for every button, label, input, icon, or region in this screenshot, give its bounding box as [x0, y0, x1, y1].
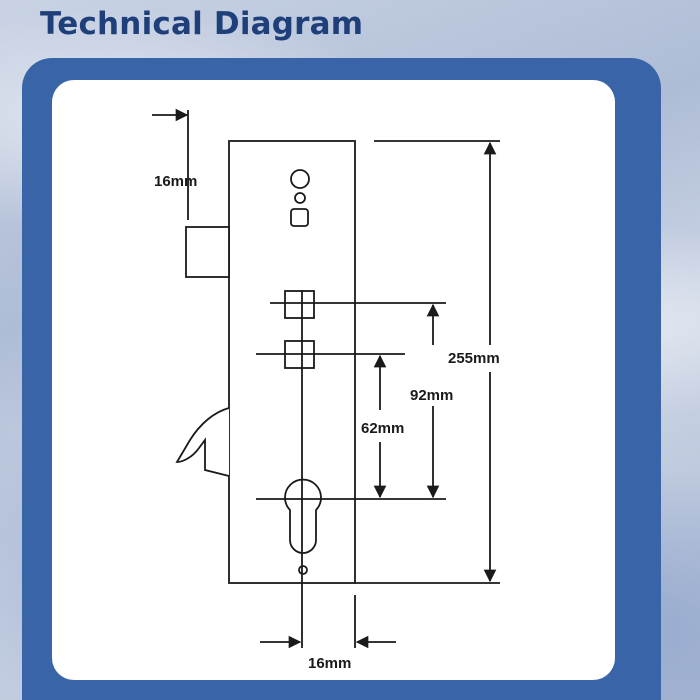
label-255mm: 255mm	[448, 350, 500, 367]
label-16mm-bottom: 16mm	[308, 655, 351, 672]
page-title: Technical Diagram	[40, 6, 364, 42]
faceplate	[228, 140, 356, 584]
label-92mm: 92mm	[410, 387, 453, 404]
latch-block	[185, 226, 230, 278]
euro-cylinder-cutout	[284, 478, 322, 554]
bottom-fixing-hole	[298, 565, 308, 575]
hook-bolt	[175, 407, 230, 477]
label-16mm-top: 16mm	[154, 173, 197, 190]
small-fixing-hole	[294, 192, 306, 204]
label-62mm: 62mm	[361, 420, 404, 437]
spindle-square-upper	[284, 290, 315, 319]
top-fixing-hole	[290, 169, 310, 189]
square-follower	[290, 208, 309, 227]
